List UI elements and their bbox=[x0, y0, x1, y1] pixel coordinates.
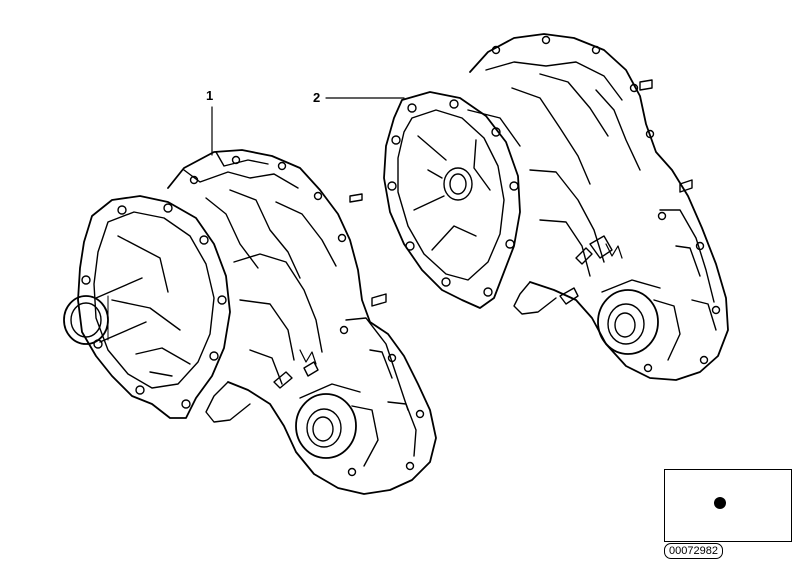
callout-part-1: 1 bbox=[206, 88, 214, 103]
callout-part-2: 2 bbox=[313, 90, 321, 105]
location-inset bbox=[664, 469, 792, 542]
transfer-case-part-2 bbox=[325, 33, 729, 381]
car-location-marker-icon bbox=[714, 497, 726, 509]
transfer-case-part-1 bbox=[63, 106, 437, 495]
catalog-number-label: 00072982 bbox=[664, 543, 723, 559]
